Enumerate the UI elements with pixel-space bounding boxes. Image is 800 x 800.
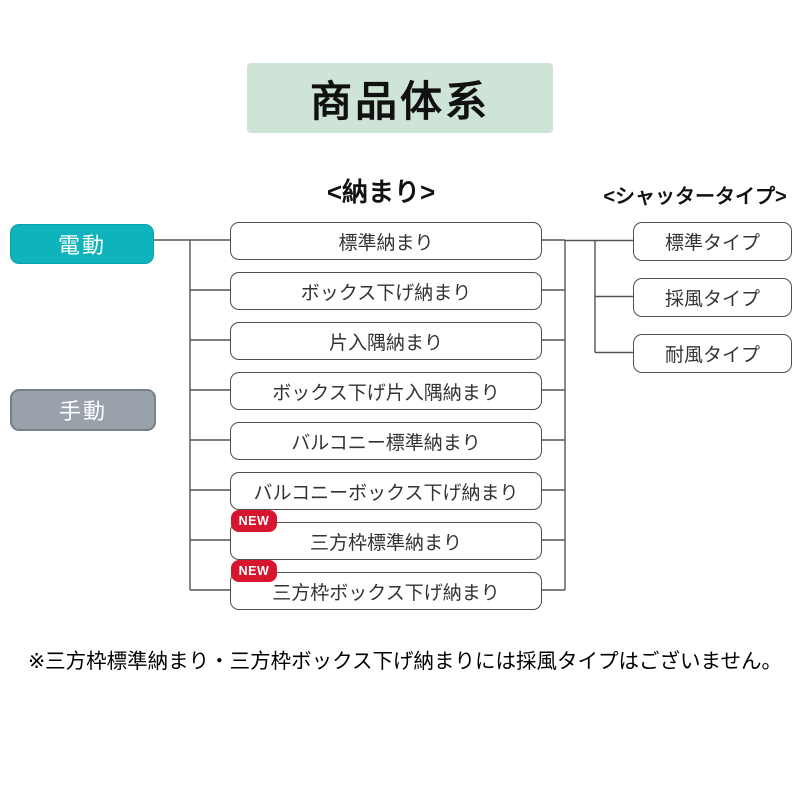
shutter-type-node: 採風タイプ [633,278,792,317]
page-title: 商品体系 [247,63,553,133]
osamari-node-label: ボックス下げ納まり [300,282,472,304]
shutter-type-node-label: 標準タイプ [664,233,760,254]
new-badge: NEW [231,560,277,582]
footnote: ※三方枠標準納まり・三方枠ボックス下げ納まりには採風タイプはございません。 [28,650,782,673]
osamari-node-label: バルコニーボックス下げ納まり [253,482,519,504]
osamari-node: 三方枠標準納まり NEW [230,510,542,560]
osamari-node-label: バルコニー標準納まり [291,432,481,454]
shutter-type-node: 標準タイプ [633,222,792,261]
osamari-node: バルコニーボックス下げ納まり [230,472,542,510]
shutter-type-node-label: 採風タイプ [664,289,760,310]
drive-node-electric: 電動 [10,224,154,264]
osamari-node-label: 標準納まり [338,232,434,254]
drive-node-manual: 手動 [10,389,156,431]
osamari-node-label: 三方枠標準納まり [309,532,462,554]
osamari-node-label: ボックス下げ片入隅納まり [272,382,500,404]
column-header-osamari: <納まり> [326,177,436,207]
new-badge: NEW [231,510,277,532]
osamari-node-label: 片入隅納まり [328,332,443,354]
osamari-node: 片入隅納まり [230,322,542,360]
osamari-node: ボックス下げ納まり [230,272,542,310]
osamari-node-label: 三方枠ボックス下げ納まり [272,582,500,604]
osamari-node: 標準納まり [230,222,542,260]
column-header-shutter-type: <シャッタータイプ> [603,186,787,208]
osamari-node: ボックス下げ片入隅納まり [230,372,542,410]
shutter-type-node: 耐風タイプ [633,334,792,373]
shutter-type-node-label: 耐風タイプ [664,345,760,366]
osamari-node: バルコニー標準納まり [230,422,542,460]
